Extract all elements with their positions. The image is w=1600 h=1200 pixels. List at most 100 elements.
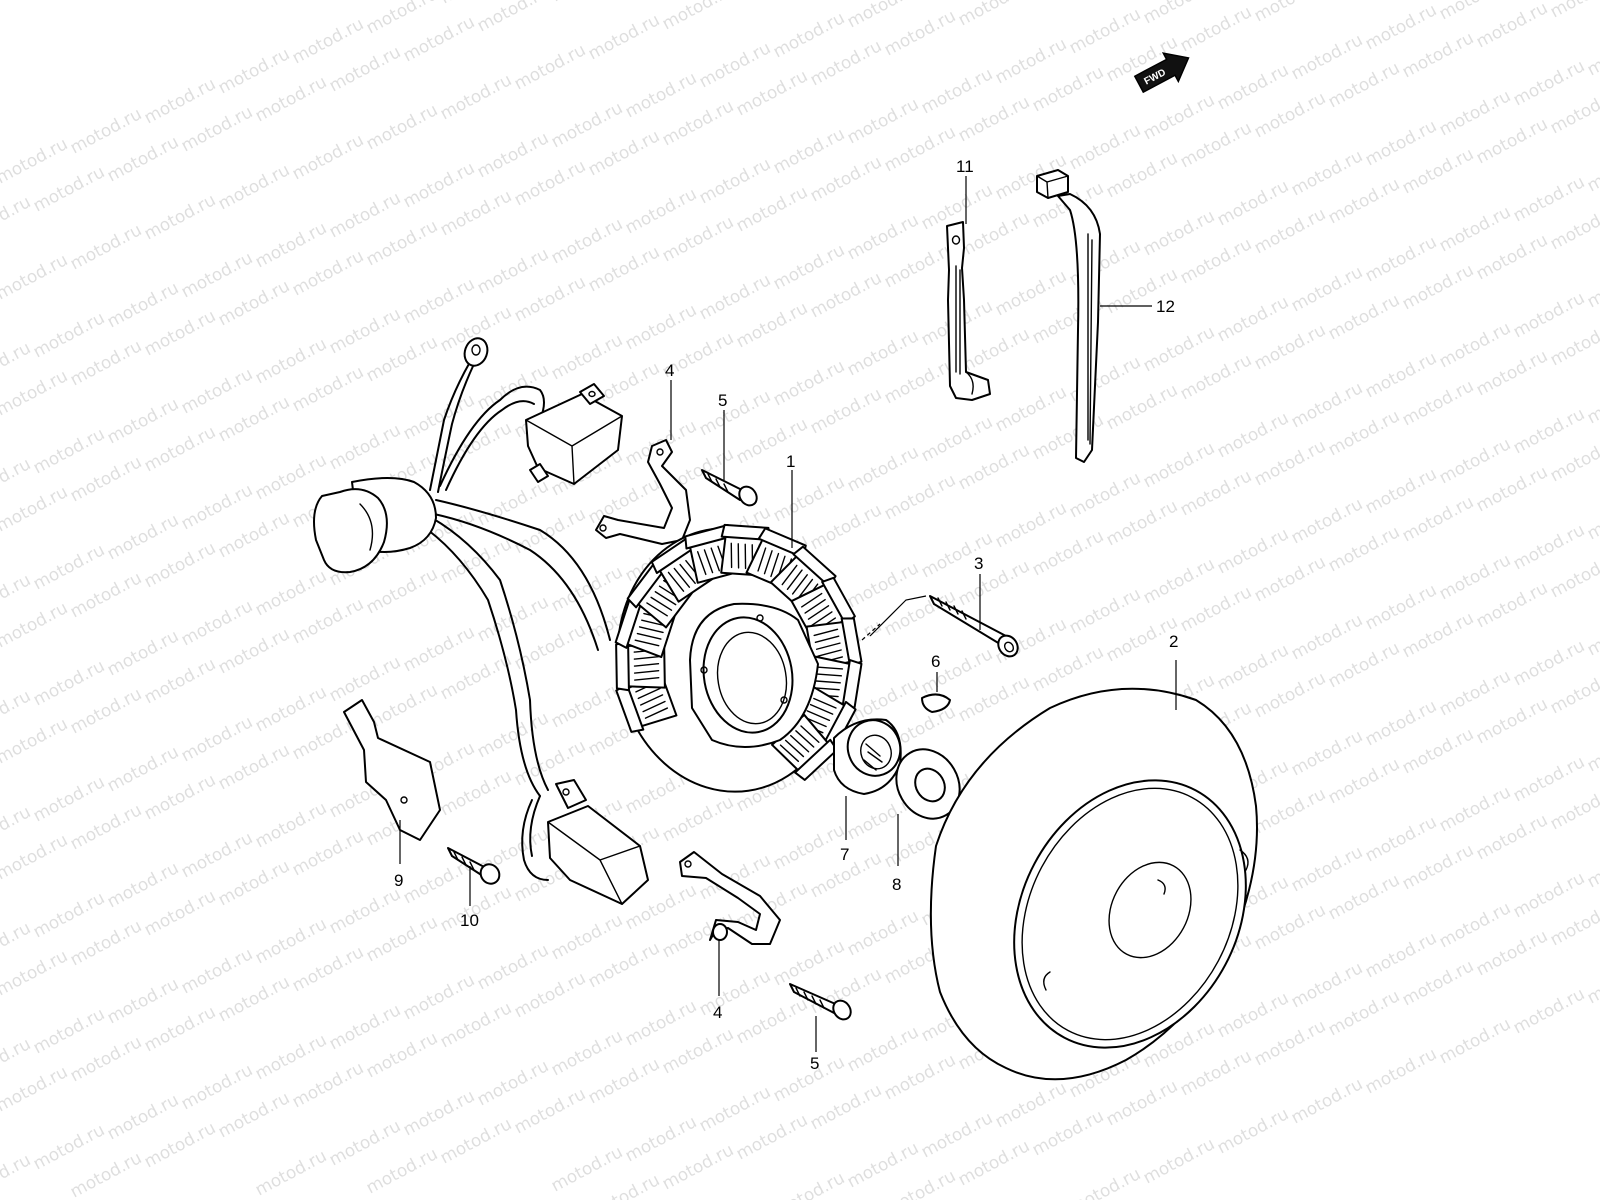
watermark-text: motod.ru bbox=[1140, 438, 1218, 492]
screw-upper bbox=[701, 469, 758, 507]
watermark-text: motod.ru bbox=[1214, 176, 1292, 230]
callout-7: 7 bbox=[840, 845, 849, 864]
watermark-text: motod.ru bbox=[289, 594, 367, 648]
watermark-text: motod.ru bbox=[770, 124, 848, 178]
watermark-text: motod.ru bbox=[844, 906, 922, 960]
watermark-text: motod.ru bbox=[770, 356, 848, 410]
watermark-text: motod.ru bbox=[585, 10, 663, 64]
watermark-text: motod.ru bbox=[770, 820, 848, 874]
watermark-text: motod.ru bbox=[1473, 810, 1551, 864]
watermark-text: motod.ru bbox=[1473, 462, 1551, 516]
watermark-text: motod.ru bbox=[1547, 896, 1600, 950]
watermark-text: motod.ru bbox=[844, 558, 922, 612]
watermark-text: motod.ru bbox=[918, 64, 996, 118]
watermark-text: motod.ru bbox=[1399, 492, 1477, 546]
watermark-text: motod.ru bbox=[289, 942, 367, 996]
watermark-text: motod.ru bbox=[252, 334, 330, 388]
watermark-text: motod.ru bbox=[141, 306, 219, 360]
watermark-text: motod.ru bbox=[141, 538, 219, 592]
watermark-text: motod.ru bbox=[0, 134, 71, 188]
watermark-text: motod.ru bbox=[733, 182, 811, 236]
watermark-text: motod.ru bbox=[252, 450, 330, 504]
watermark-text: motod.ru bbox=[511, 968, 589, 1022]
watermark-text: motod.ru bbox=[0, 714, 71, 768]
watermark-text: motod.ru bbox=[215, 740, 293, 794]
watermark-text: motod.ru bbox=[289, 362, 367, 416]
watermark-text: motod.ru bbox=[1325, 58, 1403, 112]
watermark-text: motod.ru bbox=[1288, 30, 1366, 84]
watermark-text: motod.ru bbox=[1214, 60, 1292, 114]
watermark-text: motod.ru bbox=[437, 186, 515, 240]
watermark-text: motod.ru bbox=[1473, 230, 1551, 284]
watermark-text: motod.ru bbox=[1436, 86, 1514, 140]
watermark-text: motod.ru bbox=[1436, 202, 1514, 256]
watermark-text: motod.ru bbox=[252, 1030, 330, 1084]
watermark-text: motod.ru bbox=[1214, 640, 1292, 694]
watermark-text: motod.ru bbox=[1288, 146, 1366, 200]
watermark-text: motod.ru bbox=[955, 1136, 1033, 1190]
watermark-text: motod.ru bbox=[1399, 724, 1477, 778]
watermark-text: motod.ru bbox=[474, 940, 552, 994]
watermark-text: motod.ru bbox=[215, 1088, 293, 1142]
callout-6: 6 bbox=[931, 652, 940, 671]
watermark-text: motod.ru bbox=[178, 596, 256, 650]
watermark-text: motod.ru bbox=[1436, 898, 1514, 952]
watermark-text: motod.ru bbox=[1362, 580, 1440, 634]
watermark-text: motod.ru bbox=[474, 0, 552, 36]
watermark-text: motod.ru bbox=[474, 244, 552, 298]
watermark-text: motod.ru bbox=[844, 326, 922, 380]
watermark-text: motod.ru bbox=[918, 1108, 996, 1162]
callout-4-lower: 4 bbox=[713, 1003, 722, 1022]
stator-pole bbox=[771, 713, 838, 781]
watermark-text: motod.ru bbox=[733, 414, 811, 468]
callout-10: 10 bbox=[460, 911, 479, 930]
watermark-text: motod.ru bbox=[1177, 2, 1255, 56]
watermark-text: motod.ru bbox=[400, 970, 478, 1024]
callout-2: 2 bbox=[1169, 632, 1178, 651]
watermark-text: motod.ru bbox=[1103, 1076, 1181, 1130]
watermark-text: motod.ru bbox=[585, 1054, 663, 1108]
watermark-text: motod.ru bbox=[67, 684, 145, 738]
watermark-text: motod.ru bbox=[548, 1142, 626, 1196]
watermark-text: motod.ru bbox=[844, 1022, 922, 1076]
forward-arrow-icon: FWD bbox=[1133, 52, 1190, 94]
watermark-text: motod.ru bbox=[104, 1090, 182, 1144]
watermark-text: motod.ru bbox=[0, 1062, 71, 1116]
watermark-text: motod.ru bbox=[1325, 522, 1403, 576]
watermark-text: motod.ru bbox=[1399, 144, 1477, 198]
watermark-text: motod.ru bbox=[807, 268, 885, 322]
watermark-text: motod.ru bbox=[437, 70, 515, 124]
watermark-text: motod.ru bbox=[178, 944, 256, 998]
watermark-text: motod.ru bbox=[1103, 380, 1181, 434]
watermark-text: motod.ru bbox=[437, 650, 515, 704]
watermark-text: motod.ru bbox=[1436, 782, 1514, 836]
watermark-text: motod.ru bbox=[1510, 172, 1588, 226]
callout-5-upper: 5 bbox=[718, 391, 727, 410]
watermark-text: motod.ru bbox=[770, 240, 848, 294]
watermark-text: motod.ru bbox=[178, 712, 256, 766]
watermark-text: motod.ru bbox=[0, 192, 34, 246]
bolt-cover bbox=[447, 847, 501, 885]
watermark-text: motod.ru bbox=[1066, 584, 1144, 638]
watermark-text: motod.ru bbox=[1473, 346, 1551, 400]
watermark-text: motod.ru bbox=[1214, 1104, 1292, 1158]
leader-lines bbox=[399, 176, 1177, 1052]
watermark-text: motod.ru bbox=[1029, 642, 1107, 696]
watermark-text: motod.ru bbox=[807, 500, 885, 554]
watermark-text: motod.ru bbox=[1399, 956, 1477, 1010]
watermark-text: motod.ru bbox=[1399, 260, 1477, 314]
watermark-text: motod.ru bbox=[844, 1138, 922, 1192]
watermark-text: motod.ru bbox=[30, 424, 108, 478]
watermark-text: motod.ru bbox=[511, 736, 589, 790]
watermark-text: motod.ru bbox=[1473, 578, 1551, 632]
watermark-text: motod.ru bbox=[67, 452, 145, 506]
callout-4-upper: 4 bbox=[665, 361, 674, 380]
watermark-text: motod.ru bbox=[30, 162, 108, 216]
watermark-text: motod.ru bbox=[696, 1082, 774, 1136]
watermark-text: motod.ru bbox=[1251, 436, 1329, 490]
watermark-text: motod.ru bbox=[844, 94, 922, 148]
watermark-text: motod.ru bbox=[1214, 988, 1292, 1042]
watermark-text: motod.ru bbox=[1473, 926, 1551, 980]
callout-9: 9 bbox=[394, 871, 403, 890]
watermark-text: motod.ru bbox=[511, 1084, 589, 1138]
